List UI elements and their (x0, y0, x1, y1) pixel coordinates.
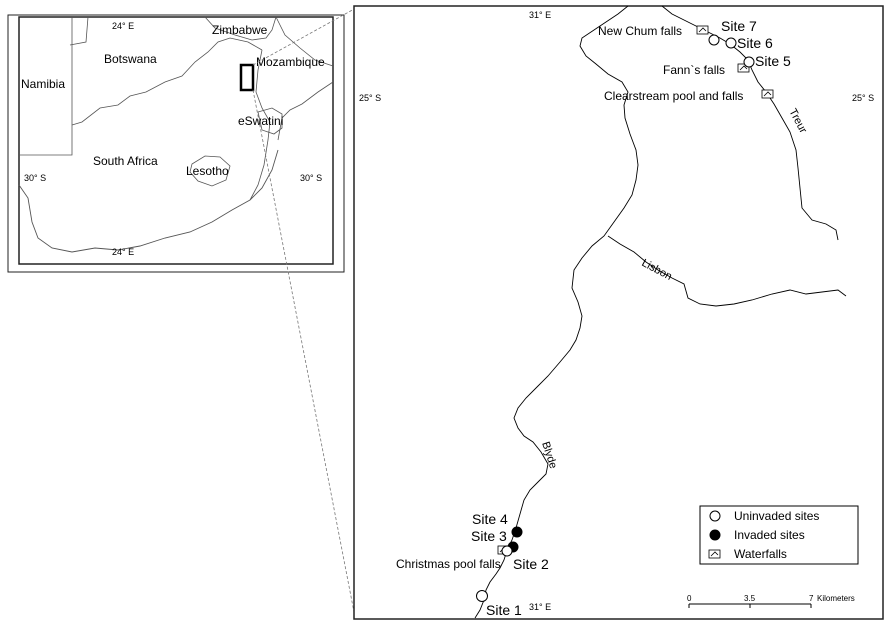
country-mozambique: Mozambique (256, 55, 325, 69)
south-africa-coast (18, 149, 279, 253)
svg-text:Site 5: Site 5 (755, 53, 791, 69)
svg-text:Site 2: Site 2 (513, 556, 549, 572)
inset-frame-inner (18, 16, 334, 265)
site-5: Site 5 (743, 53, 791, 69)
lesotho-border (189, 155, 231, 187)
legend-uninvaded-label: Uninvaded sites (734, 509, 819, 523)
country-eswatini: eSwatini (238, 114, 283, 128)
mozambique-coast (277, 81, 334, 141)
legend-waterfall-symbol (708, 549, 721, 559)
legend-uninvaded-symbol (709, 510, 721, 522)
country-lesotho: Lesotho (186, 164, 229, 178)
inset-lon-bottom: 24° E (112, 247, 134, 257)
inset-frame-outer (7, 14, 345, 273)
legend-invaded-label: Invaded sites (734, 528, 805, 542)
legend-waterfalls-label: Waterfalls (734, 547, 787, 561)
main-map: 31° E 31° E 25° S 25° S Treur Lisbon Bly… (353, 5, 884, 620)
main-lat-right: 25° S (852, 93, 874, 103)
waterfall-new-chum: New Chum falls (598, 24, 709, 38)
site-7: Site 7 (708, 18, 757, 46)
connector-line-bottom (252, 89, 355, 613)
mozambique-north-border (275, 16, 334, 67)
namibia-border (19, 17, 73, 156)
main-lat-left: 25° S (359, 93, 381, 103)
inset-lon-top: 24° E (112, 21, 134, 31)
site-2: Site 2 (501, 545, 549, 572)
country-zimbabwe: Zimbabwe (212, 23, 268, 37)
inset-map: 24° E 24° E 30° S 30° S Zimbabwe Botswan… (7, 14, 345, 273)
scale-unit: Kilometers (817, 594, 855, 603)
site-6: Site 6 (725, 35, 773, 51)
waterfall-label-new-chum: New Chum falls (598, 24, 682, 38)
svg-text:Site 6: Site 6 (737, 35, 773, 51)
country-botswana: Botswana (104, 52, 157, 66)
study-area-box (239, 63, 255, 92)
country-south-africa: South Africa (93, 154, 158, 168)
main-lon-bottom: 31° E (529, 602, 551, 612)
inset-lat-left: 30° S (24, 173, 46, 183)
legend: Uninvaded sites Invaded sites Waterfalls (699, 505, 859, 565)
eswatini-border (257, 107, 283, 135)
waterfall-label-christmas-pool: Christmas pool falls (396, 557, 501, 571)
svg-text:Site 3: Site 3 (471, 528, 507, 544)
legend-invaded-symbol (709, 529, 721, 541)
site-1: Site 1 (476, 590, 522, 618)
inset-lat-right: 30° S (300, 173, 322, 183)
scale-tick-mid: 3.5 (744, 594, 756, 603)
site-4: Site 4 (472, 511, 523, 538)
scale-tick-end: 7 (809, 594, 814, 603)
country-namibia: Namibia (21, 77, 65, 91)
waterfall-label-clearstream: Clearstream pool and falls (604, 89, 743, 103)
zimbabwe-border (204, 16, 277, 41)
lisbon-river (607, 235, 847, 307)
waterfall-clearstream: Clearstream pool and falls (604, 89, 774, 103)
mozambique-border (249, 49, 271, 201)
main-lon-top: 31° E (529, 10, 551, 20)
legend-box (699, 505, 859, 565)
svg-text:Site 1: Site 1 (486, 602, 522, 618)
scale-tick-0: 0 (687, 594, 692, 603)
svg-text:Site 7: Site 7 (721, 18, 757, 34)
svg-text:Site 4: Site 4 (472, 511, 508, 527)
waterfall-label-fanns: Fann`s falls (663, 63, 725, 77)
scale-bar: 0 3.5 7 Kilometers (687, 594, 855, 608)
waterfall-fanns: Fann`s falls (663, 63, 750, 77)
botswana-south-border (71, 37, 263, 126)
botswana-north-border (69, 16, 89, 46)
